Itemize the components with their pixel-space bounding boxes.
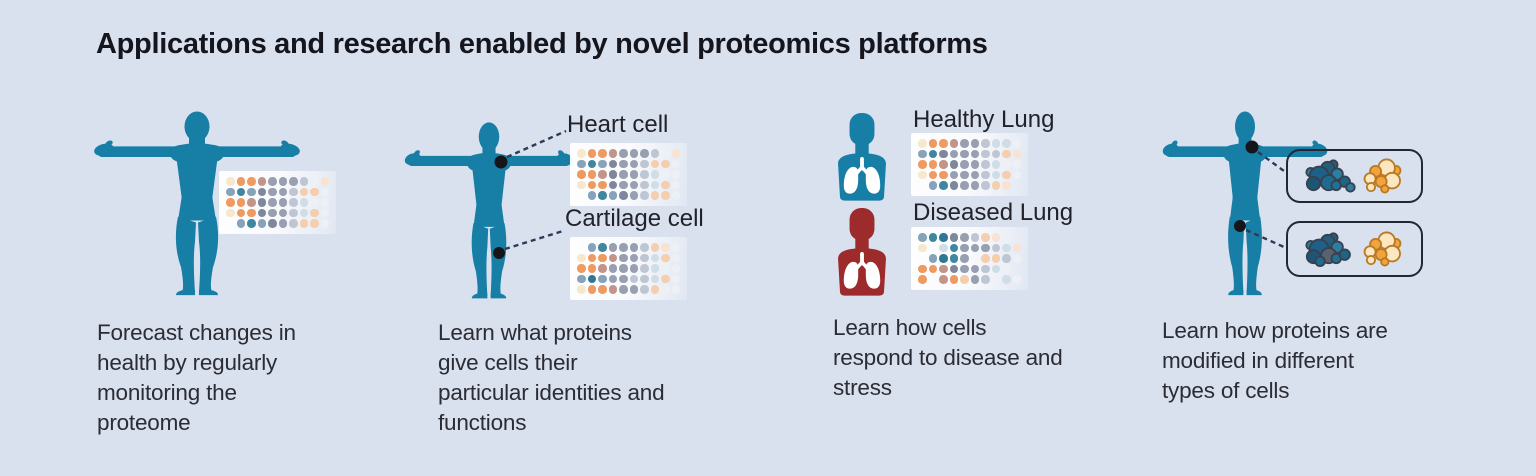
cartilage-cell-label: Cartilage cell (565, 205, 704, 232)
panel-caption-identities: Learn what proteins give cells their par… (438, 320, 665, 435)
panel-caption-modifications: Learn how proteins are modified in diffe… (1162, 318, 1388, 403)
human-silhouette-icon (404, 122, 574, 299)
healthy-lung-label: Healthy Lung (913, 106, 1055, 133)
diseased-lung-dot-matrix (911, 227, 1028, 290)
human-silhouette-icon (94, 111, 300, 296)
page-title: Applications and research enabled by nov… (96, 28, 988, 60)
cartilage-cell-dot-matrix (570, 237, 687, 300)
panel-caption-forecast: Forecast changes in health by regularly … (97, 320, 296, 435)
orange-protein-icon (1363, 231, 1402, 267)
diseased-lung-label: Diseased Lung (913, 199, 1074, 226)
protein-pair-box-bottom (1286, 221, 1423, 277)
orange-protein-icon (1363, 158, 1402, 194)
heart-cell-dot-matrix (570, 143, 687, 206)
proteome-dot-matrix (219, 171, 336, 234)
protein-pair-box-top (1286, 149, 1423, 203)
panel-caption-disease: Learn how cells respond to disease and s… (833, 315, 1063, 400)
blue-protein-icon (1305, 159, 1356, 193)
diseased-lung-icon (838, 207, 886, 296)
blue-protein-modified-icon (1305, 232, 1351, 267)
heart-cell-label: Heart cell (567, 111, 669, 138)
healthy-lung-icon (838, 112, 886, 201)
healthy-lung-dot-matrix (911, 133, 1028, 196)
human-silhouette-icon (1162, 111, 1328, 296)
